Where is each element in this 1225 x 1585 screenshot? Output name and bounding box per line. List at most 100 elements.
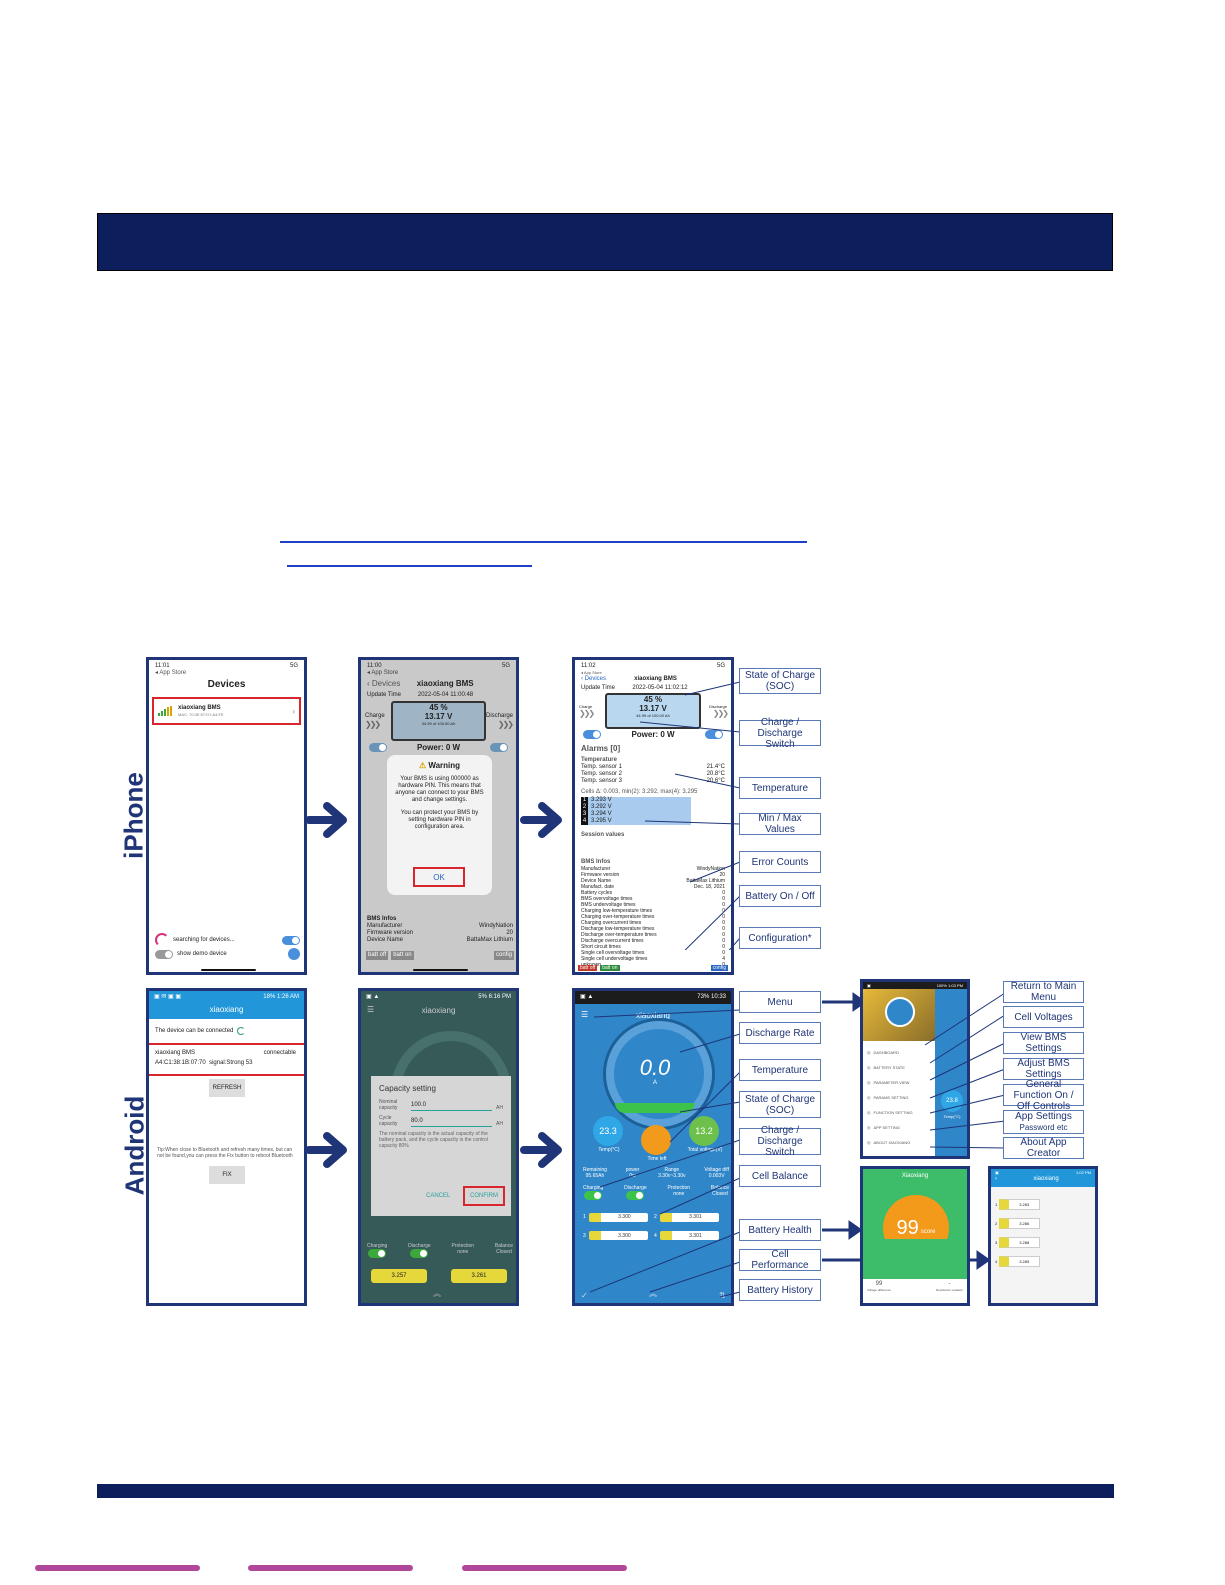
status-network: 5G: [716, 663, 725, 669]
temperature-circle: 23.3: [593, 1116, 623, 1146]
discharge-switch[interactable]: [490, 743, 508, 752]
charge-label: Charge: [365, 713, 385, 719]
chevron-up-icon[interactable]: ︽: [649, 1289, 657, 1298]
cell-voltage-bar: 3.283: [999, 1199, 1041, 1210]
cell-voltage: 3.295 V: [591, 818, 612, 824]
charge-switch[interactable]: [369, 743, 387, 752]
discharge-switch[interactable]: [705, 730, 723, 739]
search-toggle[interactable]: [282, 935, 300, 945]
nav-back-link[interactable]: ‹ Devices: [367, 679, 400, 688]
cell-voltage-bar: 3.301: [659, 1231, 719, 1240]
discharge-toggle[interactable]: [626, 1191, 645, 1200]
download-link-android[interactable]: [287, 551, 532, 567]
temperature-label: Temp(°C): [598, 1147, 620, 1153]
refresh-button[interactable]: REFRESH: [209, 1079, 245, 1097]
confirm-button[interactable]: CONFIRM: [463, 1186, 505, 1206]
drawer-menu-item[interactable]: ◎FUNCTION SETTING: [863, 1105, 935, 1120]
spinner-icon: [155, 933, 169, 947]
bms-info-value: 4: [722, 956, 725, 962]
batt-on-button[interactable]: batt on: [600, 965, 620, 971]
protection-value: none: [457, 1249, 469, 1255]
discharge-toggle[interactable]: [410, 1249, 429, 1258]
current-value: 0.0: [639, 1055, 671, 1080]
bms-info-label: Charging over-temperature times: [581, 914, 655, 920]
drawer-menu-item[interactable]: ◎APP SETTING: [863, 1120, 935, 1135]
power-value: Power: 0 W: [416, 743, 461, 752]
charging-toggle[interactable]: [584, 1191, 603, 1200]
cycle-input[interactable]: 80.0: [411, 1118, 493, 1127]
dialog-title: Capacity setting: [379, 1084, 436, 1093]
nominal-input[interactable]: 100.0: [411, 1102, 493, 1111]
drawer-menu-item[interactable]: ◎DASHBOARD: [863, 1045, 935, 1060]
charging-toggle[interactable]: [368, 1249, 387, 1258]
callout-cell-voltages: Cell Voltages: [1003, 1006, 1084, 1028]
bms-info-label: Discharge low-temperature times: [581, 926, 655, 932]
bms-info-value: 0: [722, 914, 725, 920]
nav-back-link[interactable]: ‹ Devices: [581, 676, 606, 683]
callout-app-settings-sub: Password etc: [1019, 1123, 1068, 1132]
fix-button[interactable]: FIX: [209, 1166, 245, 1184]
menu-item-icon: ◎: [867, 1125, 871, 1130]
iphone-label: iPhone: [118, 772, 149, 859]
history-icon[interactable]: ⇅: [719, 1291, 726, 1300]
ok-icon[interactable]: [288, 948, 300, 960]
drawer-menu-item[interactable]: ◎PARAMETER VIEW: [863, 1075, 935, 1090]
menu-icon[interactable]: ☰: [581, 1010, 589, 1019]
callout-min-max: Min / Max Values: [739, 813, 821, 835]
bms-info-label: BMS overvoltage times: [581, 896, 633, 902]
flow-arrow-icon: [305, 802, 347, 838]
balance-value: Closed: [712, 1191, 728, 1197]
flow-arrow-icon: [520, 1132, 562, 1168]
status-battery: 73%: [697, 994, 710, 1000]
power-label: power: [625, 1167, 640, 1173]
app-store-back[interactable]: ◂ App Store: [367, 670, 399, 676]
android-capacity-screen: ▣ ▲5% 6:16 PM ☰ xiaoxiang Capacity setti…: [358, 988, 519, 1306]
unit-label: AH: [496, 1121, 503, 1127]
status-icons: ▣ ▲: [366, 994, 380, 1000]
batt-off-button[interactable]: batt off: [366, 951, 389, 960]
batt-on-button[interactable]: batt on: [391, 951, 414, 960]
menu-item-label: DASHBOARD: [873, 1050, 899, 1055]
drawer-menu-item[interactable]: ◎ABOUT XIAOXIANG: [863, 1135, 935, 1150]
download-link-ios[interactable]: [280, 527, 807, 543]
drawer-menu-item[interactable]: ◎BATTERY STATE: [863, 1060, 935, 1075]
check-icon[interactable]: ✓: [581, 1291, 588, 1300]
voltage-value: 13.17 V: [424, 712, 453, 721]
cancel-button[interactable]: CANCEL: [426, 1193, 451, 1199]
chevron-up-icon[interactable]: ︽: [433, 1289, 441, 1298]
batt-off-button[interactable]: batt off: [578, 965, 598, 971]
callout-connectors: [924, 992, 1006, 1149]
capacity-note: The nominal capacity is the actual capac…: [379, 1131, 488, 1149]
app-store-back[interactable]: ◂ App Store: [581, 670, 602, 675]
callout-soc-android: State of Charge (SOC): [739, 1091, 821, 1118]
menu-icon[interactable]: ☰: [367, 1005, 375, 1014]
nominal-label: Nominal capacity: [379, 1099, 398, 1111]
app-store-back[interactable]: ◂ App Store: [155, 670, 187, 676]
cell-index: 4: [995, 1259, 998, 1264]
config-button[interactable]: config: [493, 951, 514, 960]
cell-index: 1: [995, 1202, 998, 1207]
screen-title: xiaoxiang BMS: [634, 676, 677, 682]
soc-value: 45 %: [643, 695, 663, 704]
charge-arrows-icon: ❯❯❯: [579, 709, 595, 718]
cell-index: 3: [581, 811, 588, 818]
device-list-item[interactable]: xiaoxiang BMS MAC: 70:3E:97:D7:A4:FE ›: [152, 697, 301, 725]
demo-toggle[interactable]: [155, 949, 173, 959]
drawer-menu-item[interactable]: ◎PARAMS SETTING: [863, 1090, 935, 1105]
status-network: 5G: [501, 663, 510, 669]
connectable-status: connectable: [263, 1050, 296, 1056]
charge-switch[interactable]: [583, 730, 601, 739]
ok-button[interactable]: OK: [413, 867, 465, 887]
back-icon[interactable]: ‹: [995, 1176, 997, 1182]
config-button[interactable]: config: [710, 965, 728, 971]
cell-voltage: 3.294 V: [591, 811, 612, 817]
